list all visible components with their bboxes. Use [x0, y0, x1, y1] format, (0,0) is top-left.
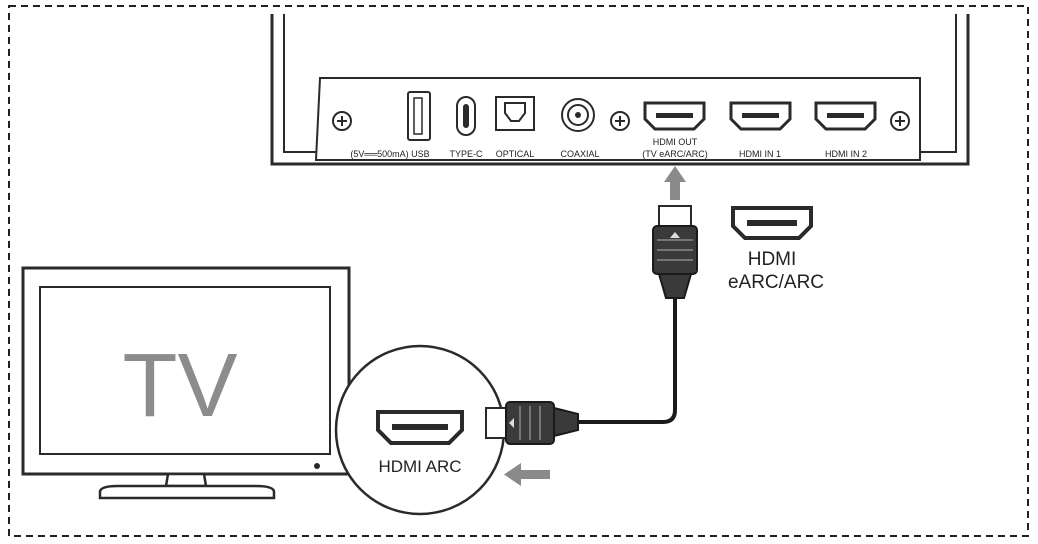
callout-hdmi-label: HDMI [748, 249, 797, 270]
optical-port-icon [495, 96, 535, 131]
tv: TV [21, 266, 351, 500]
hdmi-in-2-label: HDMI IN 2 [825, 149, 867, 159]
tv-stand-base [98, 484, 276, 500]
hdmi-in-1-port-icon [729, 101, 792, 131]
usb-label: (5V══500mA) USB [350, 149, 429, 159]
hdmi-out-sublabel: (TV eARC/ARC) [642, 149, 708, 159]
optical-label: OPTICAL [496, 149, 535, 159]
hdmi-arc-port-icon [376, 410, 464, 445]
hdmi-out-label: HDMI OUT [653, 137, 698, 147]
type-c-port-icon [456, 96, 476, 136]
callout-earc-label: eARC/ARC [728, 272, 824, 293]
tv-power-led [314, 463, 320, 469]
dashed-frame [8, 5, 1029, 537]
coaxial-label: COAXIAL [560, 149, 599, 159]
hdmi-cable [578, 298, 677, 424]
tv-screen [39, 286, 331, 455]
hdmi-in-2-port-icon [814, 101, 877, 131]
hdmi-plug-soundbar-end [652, 205, 698, 299]
screw-icon [332, 111, 352, 131]
tv-screen-text: TV [122, 336, 237, 436]
hdmi-arc-label: HDMI ARC [378, 457, 461, 476]
soundbar-body [270, 14, 970, 166]
usb-port-icon [407, 91, 431, 141]
up-arrow-icon [664, 166, 686, 200]
left-arrow-icon [504, 463, 550, 486]
soundbar: (5V══500mA) USB TYPE-C OPTICAL COAXIAL H… [270, 14, 970, 166]
coaxial-port-icon [561, 98, 595, 132]
hdmi-in-1-label: HDMI IN 1 [739, 149, 781, 159]
tv-stand-neck [164, 472, 208, 488]
type-c-label: TYPE-C [449, 149, 483, 159]
hdmi-plug-tv-end [485, 401, 579, 445]
hdmi-port-icon [731, 206, 813, 240]
screw-icon [890, 111, 910, 131]
hdmi-out-port-icon [643, 101, 706, 131]
hdmi-earc-callout: HDMI eARC/ARC [728, 206, 824, 293]
screw-icon [610, 111, 630, 131]
tv-port-magnifier: HDMI ARC [334, 344, 506, 516]
